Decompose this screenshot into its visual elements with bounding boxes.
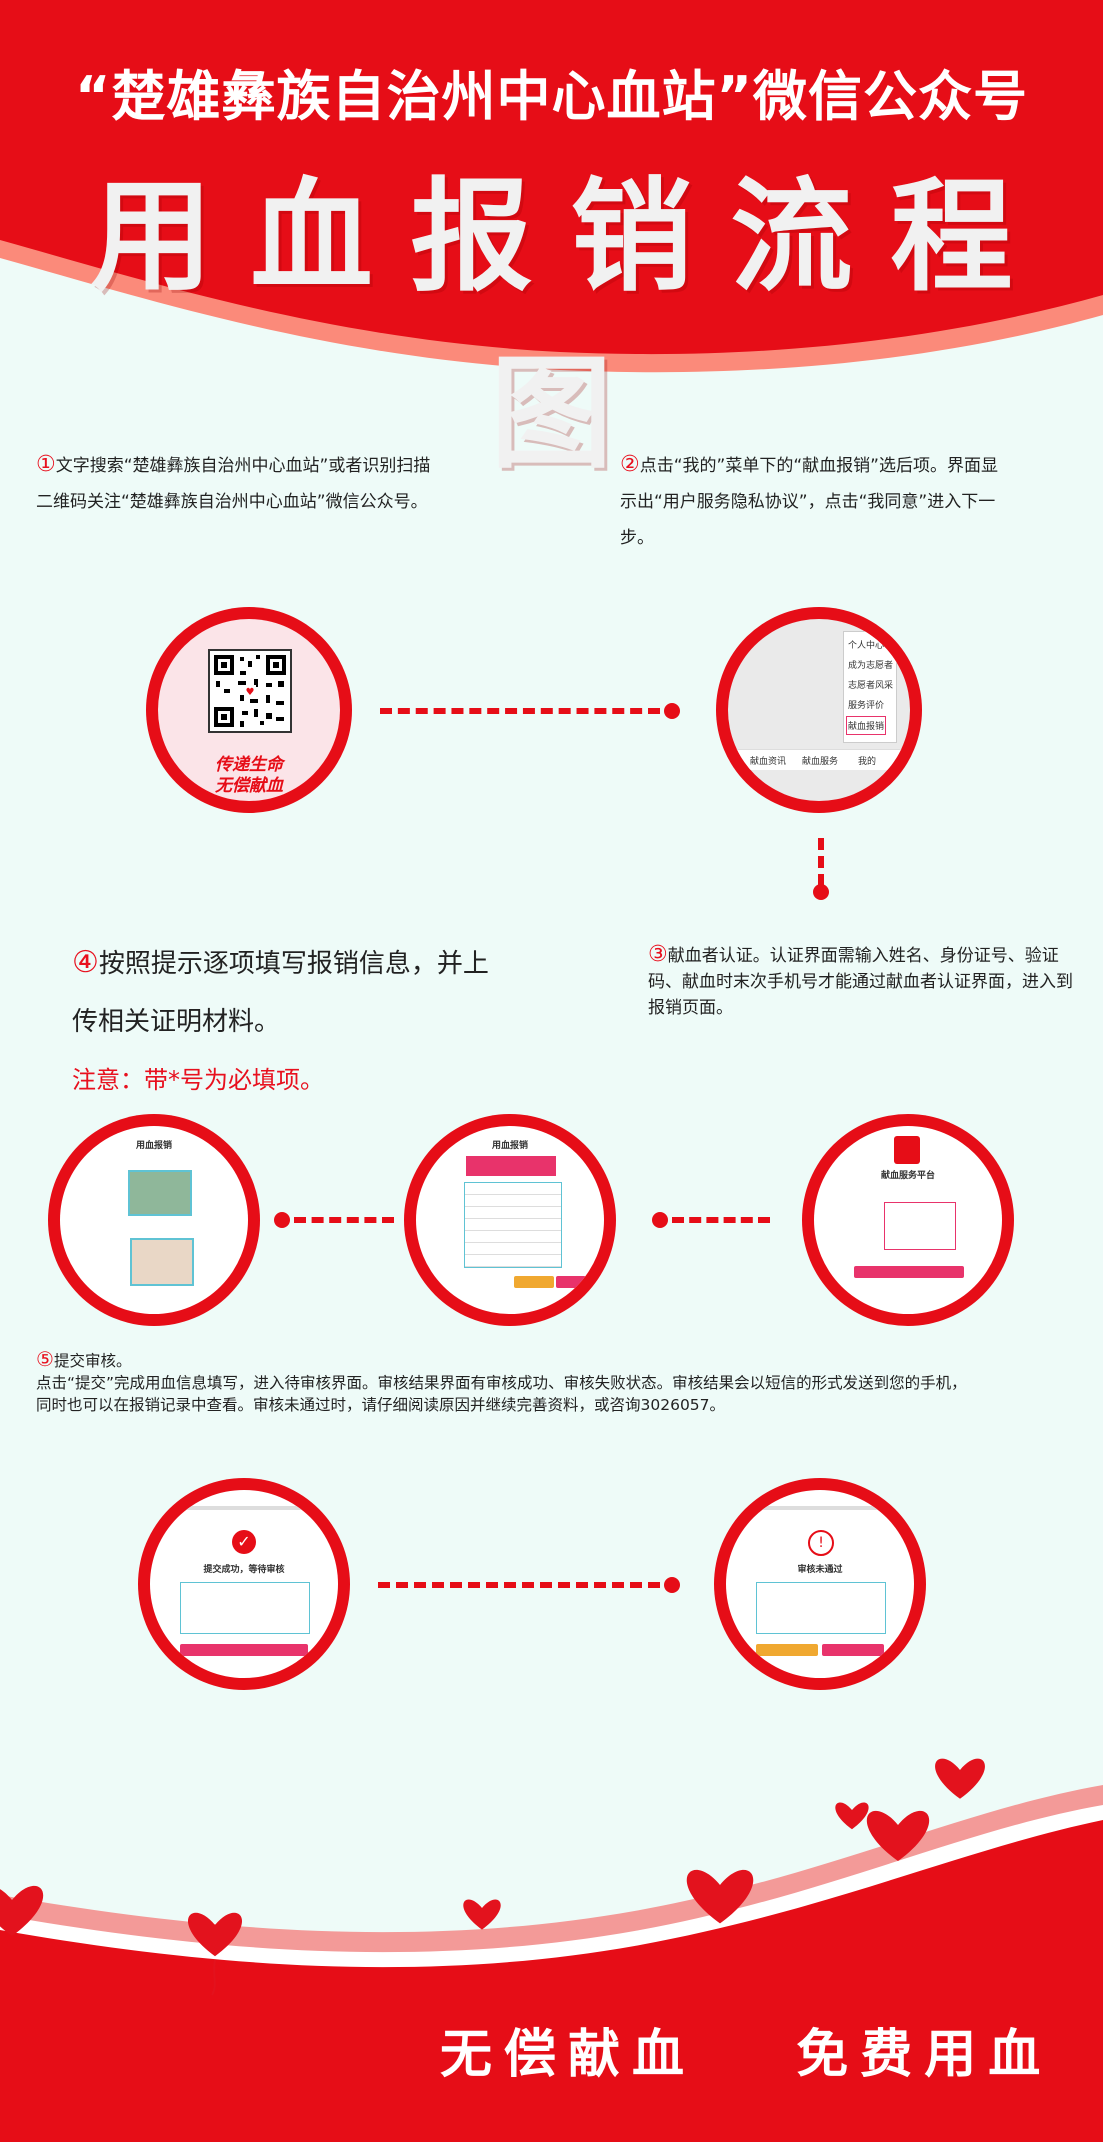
page-title: 用血报销流程图 xyxy=(90,166,1051,485)
step-5-text: ⑤提交审核。 点击“提交”完成用血信息填写，进入待审核界面。审核结果界面有审核成… xyxy=(36,1348,1096,1416)
step-2-line2: 示出“用户服务隐私协议”，点击“我同意”进入下一 xyxy=(620,492,996,512)
step-2-line3: 步。 xyxy=(620,528,654,548)
edit-info-button[interactable] xyxy=(822,1644,884,1656)
connector-4-left xyxy=(294,1217,394,1223)
warning-icon: ! xyxy=(808,1530,834,1556)
progress-steps xyxy=(750,1506,890,1510)
step-2-number: ② xyxy=(620,452,640,477)
header-subtitle: “楚雄彝族自治州中心血站”微信公众号 xyxy=(75,65,1028,128)
blood-drop-icon xyxy=(894,1136,920,1164)
step-5-number: ⑤ xyxy=(36,1347,54,1371)
step-3-number: ③ xyxy=(648,942,668,967)
step-3-text: ③献血者认证。认证界面需输入姓名、身份证号、验证 码、献血时末次手机号才能通过献… xyxy=(648,942,1098,1021)
qr-slogan-line1: 传递生命 xyxy=(215,755,283,775)
check-icon: ✓ xyxy=(232,1530,256,1554)
step-4-line1: 按照提示逐项填写报销信息，并上 xyxy=(98,949,489,979)
tab-item: 献血服务 xyxy=(802,757,839,767)
submit-success-circle: ✓ 提交成功，等待审核 xyxy=(138,1478,350,1690)
auth-screenshot-circle: 献血服务平台 xyxy=(802,1114,1014,1326)
connector-5 xyxy=(378,1582,660,1588)
qr-slogan: 传递生命 无偿献血 xyxy=(158,755,340,797)
success-detail-box xyxy=(180,1582,310,1634)
submit-button[interactable] xyxy=(556,1276,586,1288)
connector-2-3 xyxy=(818,838,824,886)
menu-item: 服务评价 xyxy=(848,701,885,711)
footer-slogan: 无偿献血 免费用血 xyxy=(440,2012,1052,2087)
step-3-line2: 码、献血时末次手机号才能通过献血者认证界面，进入到 xyxy=(648,972,1073,992)
review-failed-text: 审核未通过 xyxy=(797,1565,843,1575)
connector-dot xyxy=(274,1212,290,1228)
qr-slogan-line2: 无偿献血 xyxy=(215,776,283,796)
submit-success-text: 提交成功，等待审核 xyxy=(203,1565,285,1575)
svg-text:♥: ♥ xyxy=(246,687,255,698)
form-banner xyxy=(466,1156,556,1176)
step-1-line2: 二维码关注“楚雄彝族自治州中心血站”微信公众号。 xyxy=(36,492,428,512)
menu-item-highlight: 献血报销 xyxy=(846,716,887,735)
step-3-line3: 报销页面。 xyxy=(648,998,733,1018)
view-reason-button[interactable] xyxy=(756,1644,818,1656)
upload-screenshot-circle: 用血报销 xyxy=(48,1114,260,1326)
tab-item: 我的 xyxy=(858,757,877,767)
connector-dot xyxy=(813,884,829,900)
id-card-back-image xyxy=(130,1238,194,1286)
qr-code-image: ♥ xyxy=(208,649,292,733)
connector-1-2 xyxy=(380,708,660,714)
upload-screen-title: 用血报销 xyxy=(135,1141,172,1151)
step-3-line1: 献血者认证。认证界面需输入姓名、身份证号、验证 xyxy=(667,946,1059,966)
auth-screen-title: 献血服务平台 xyxy=(880,1171,935,1181)
step-1-text: ①文字搜索“楚雄彝族自治州中心血站”或者识别扫描 二维码关注“楚雄彝族自治州中心… xyxy=(36,447,596,520)
step-4-line2: 传相关证明材料。 xyxy=(72,1007,281,1037)
menu-popup: 个人中心 成为志愿者 志愿者风采 服务评价 献血报销 xyxy=(843,631,897,743)
save-button[interactable] xyxy=(514,1276,554,1288)
verify-button[interactable] xyxy=(854,1266,964,1278)
menu-item: 成为志愿者 xyxy=(848,661,894,671)
form-screenshot-circle: 用血报销 xyxy=(404,1114,616,1326)
menu-screenshot-circle: 个人中心 成为志愿者 志愿者风采 服务评价 献血报销 献血资讯 献血服务 我的 xyxy=(716,607,922,813)
form-screen-title: 用血报销 xyxy=(491,1141,528,1151)
step-2-text: ②点击“我的”菜单下的“献血报销”选后项。界面显 示出“用户服务隐私协议”，点击… xyxy=(620,447,1090,556)
connector-dot xyxy=(664,703,680,719)
footer-slogan-left: 无偿献血 xyxy=(440,2025,697,2085)
step-4-note: 注意：带*号为必填项。 xyxy=(72,1066,324,1094)
id-card-front-image xyxy=(128,1170,192,1216)
step-4-text: ④按照提示逐项填写报销信息，并上 传相关证明材料。 注意：带*号为必填项。 xyxy=(72,934,542,1109)
connector-3-4 xyxy=(672,1217,770,1223)
done-button[interactable] xyxy=(180,1644,308,1656)
menu-item: 个人中心 xyxy=(848,641,885,651)
review-failed-circle: ! 审核未通过 xyxy=(714,1478,926,1690)
step-2-line1: 点击“我的”菜单下的“献血报销”选后项。界面显 xyxy=(639,456,998,476)
connector-dot xyxy=(652,1212,668,1228)
heart-decorations xyxy=(0,1758,985,1957)
step-1-number: ① xyxy=(36,452,56,477)
connector-dot xyxy=(664,1577,680,1593)
step-5-line1: 点击“提交”完成用血信息填写，进入待审核界面。审核结果界面有审核成功、审核失败状… xyxy=(36,1374,967,1392)
auth-fields xyxy=(884,1202,956,1250)
progress-steps xyxy=(174,1506,314,1510)
menu-item: 志愿者风采 xyxy=(848,681,894,691)
qr-code-circle: ♥ 传递生命 无偿献血 xyxy=(146,607,352,813)
footer-slogan-right: 免费用血 xyxy=(796,2025,1053,2085)
step-1-line1: 文字搜索“楚雄彝族自治州中心血站”或者识别扫描 xyxy=(55,456,431,476)
tab-item: 献血资讯 xyxy=(750,757,787,767)
failure-detail-box xyxy=(756,1582,886,1634)
step-4-number: ④ xyxy=(72,945,99,980)
step-5-line2: 同时也可以在报销记录中查看。审核未通过时，请仔细阅读原因并继续完善资料，或咨询3… xyxy=(36,1396,726,1414)
step-5-head: 提交审核。 xyxy=(53,1352,132,1370)
tab-bar: 献血资讯 献血服务 我的 xyxy=(728,749,910,770)
form-fields xyxy=(464,1182,562,1268)
